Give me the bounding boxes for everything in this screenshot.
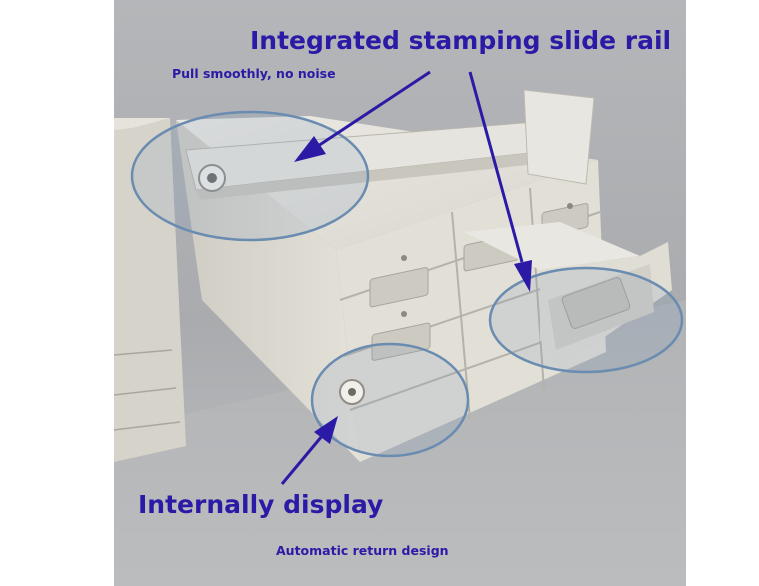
headline-internally-display: Internally display [138,490,384,519]
open-drawer [464,222,672,368]
caption-automatic-return: Automatic return design [276,543,449,558]
callout-circle-drawer [488,266,684,374]
slide-rail [185,89,595,200]
left-cabinet [113,118,186,462]
arrow-head-rail [294,136,326,162]
callout-circle-rail [130,110,370,242]
arrow-head-drawer [514,260,532,292]
callout-circle-internal [310,342,470,458]
caption-pull-smoothly: Pull smoothly, no noise [172,66,336,81]
callout-arrows [280,70,532,485]
headline-slide-rail: Integrated stamping slide rail [250,26,672,55]
arrow-head-internal [314,416,338,444]
